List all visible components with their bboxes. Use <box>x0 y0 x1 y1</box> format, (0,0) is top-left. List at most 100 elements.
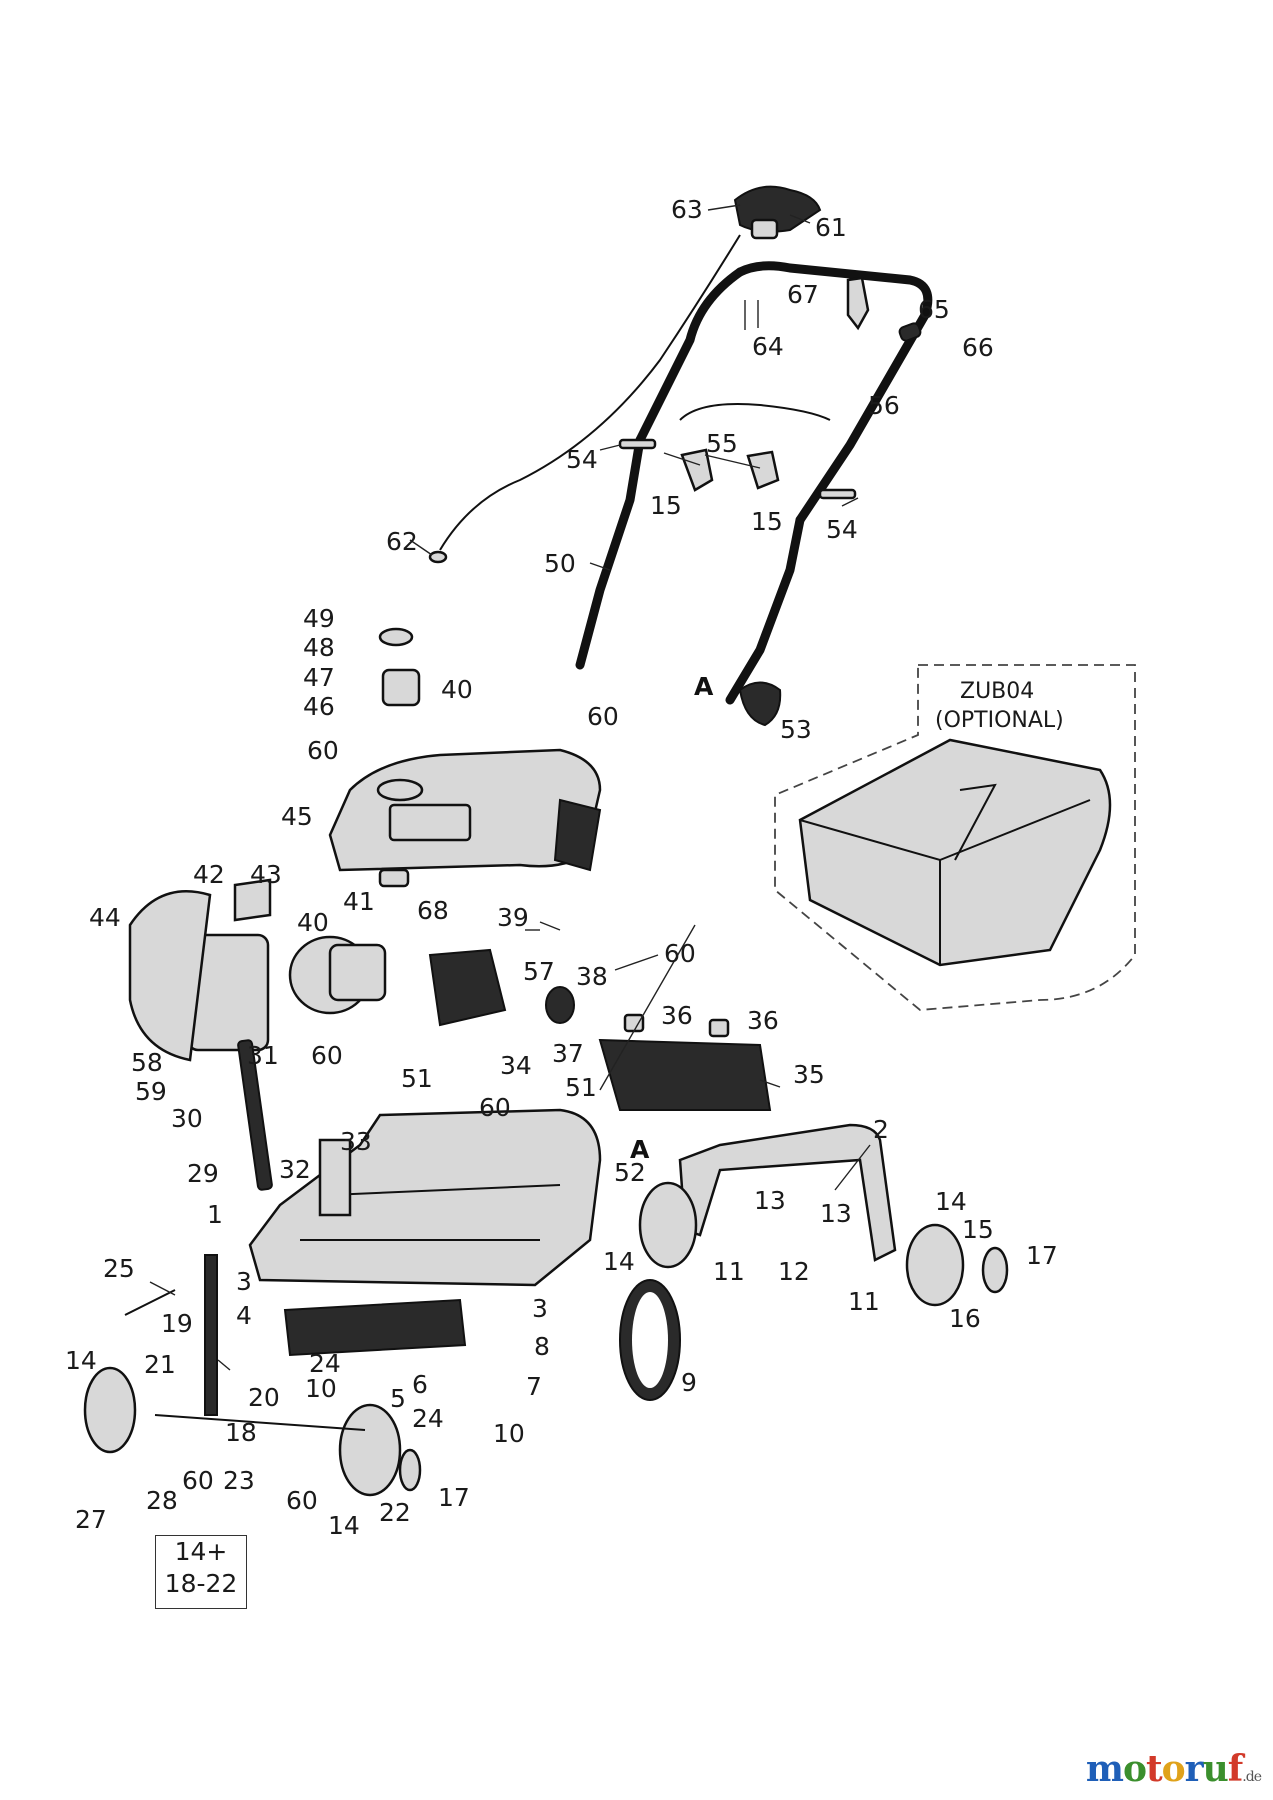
label-54b: 54 <box>826 515 858 544</box>
label-10a: 10 <box>305 1374 337 1403</box>
label-36a: 36 <box>661 1001 693 1030</box>
front-wheel-right <box>338 1403 402 1497</box>
label-25: 25 <box>103 1254 135 1283</box>
label-35: 35 <box>793 1060 825 1089</box>
label-56: 56 <box>868 391 900 420</box>
label-60g: 60 <box>286 1486 318 1515</box>
label-14b: 14 <box>603 1247 635 1276</box>
rear-flap <box>598 1038 772 1111</box>
accessory-note: (OPTIONAL) <box>935 708 1064 733</box>
label-16: 16 <box>949 1304 981 1333</box>
grass-bag <box>798 738 1112 967</box>
label-51a: 51 <box>401 1064 433 1093</box>
label-4: 4 <box>236 1301 252 1330</box>
label-62: 62 <box>386 527 418 556</box>
watermark-logo: motoruf.de <box>1086 1748 1262 1790</box>
accessory-code: ZUB04 <box>960 679 1034 704</box>
label-17b: 17 <box>438 1483 470 1512</box>
rear-axle-frame <box>678 1123 897 1262</box>
part-labels: 63 61 67 65 64 66 56 55 54 15 15 54 62 5… <box>65 195 1058 1540</box>
label-57: 57 <box>523 957 555 986</box>
chassis-assembly <box>83 1013 1009 1497</box>
part-range-note: 14+ 18-22 <box>155 1535 247 1609</box>
label-22: 22 <box>379 1498 411 1527</box>
handle-assembly <box>428 185 933 727</box>
label-39: 39 <box>497 903 529 932</box>
handle-knob-left <box>680 448 714 492</box>
label-6: 6 <box>412 1370 428 1399</box>
side-cover <box>128 890 212 1062</box>
label-59: 59 <box>135 1077 167 1106</box>
label-24a: 24 <box>309 1349 341 1378</box>
label-43: 43 <box>250 860 282 889</box>
rear-wheel-left <box>638 1181 698 1269</box>
label-50: 50 <box>544 549 576 578</box>
label-24b: 24 <box>412 1404 444 1433</box>
label-18: 18 <box>225 1418 257 1447</box>
range-note-line1: 14+ <box>174 1537 228 1566</box>
lower-handle-left <box>575 435 645 670</box>
label-44: 44 <box>89 903 121 932</box>
label-31: 31 <box>247 1041 279 1070</box>
cover-assembly <box>128 627 602 1062</box>
label-20: 20 <box>248 1383 280 1412</box>
label-13a: 13 <box>754 1186 786 1215</box>
label-47: 47 <box>303 663 335 692</box>
scarifier-roller <box>283 1298 467 1357</box>
lower-handle-right <box>725 515 805 705</box>
label-10b: 10 <box>493 1419 525 1448</box>
label-67: 67 <box>787 280 819 309</box>
label-58: 58 <box>131 1048 163 1077</box>
label-45: 45 <box>281 802 313 831</box>
watermark-letter: t <box>1145 1748 1163 1790</box>
label-13b: 13 <box>820 1199 852 1228</box>
label-1: 1 <box>207 1200 223 1229</box>
label-15b: 15 <box>751 507 783 536</box>
label-2: 2 <box>873 1115 889 1144</box>
leader-lines <box>149 204 871 1371</box>
watermark-suffix: .de <box>1242 1769 1262 1785</box>
rear-wheel-right <box>905 1223 965 1307</box>
watermark-letter: o <box>1161 1748 1186 1790</box>
handle-knob-right <box>746 450 780 490</box>
label-37: 37 <box>552 1039 584 1068</box>
label-29: 29 <box>187 1159 219 1188</box>
label-3b: 3 <box>532 1294 548 1323</box>
label-40: 40 <box>297 908 329 937</box>
range-note-line2: 18-22 <box>164 1569 238 1598</box>
label-8: 8 <box>534 1332 550 1361</box>
label-60c: 60 <box>664 939 696 968</box>
label-15c: 15 <box>962 1215 994 1244</box>
label-55: 55 <box>706 429 738 458</box>
label-5: 5 <box>390 1384 406 1413</box>
cap <box>378 627 414 647</box>
label-41: 41 <box>343 887 375 916</box>
label-14a: 14 <box>935 1187 967 1216</box>
label-28: 28 <box>146 1486 178 1515</box>
clamp-knob <box>738 681 782 727</box>
label-11b: 11 <box>848 1287 880 1316</box>
label-60b: 60 <box>307 736 339 765</box>
optional-accessory-box: ZUB04 (OPTIONAL) <box>774 664 1136 1011</box>
power-cable <box>439 234 741 551</box>
label-30: 30 <box>171 1104 203 1133</box>
label-15a: 15 <box>650 491 682 520</box>
label-3a: 3 <box>236 1267 252 1296</box>
connector-a-bottom: A <box>630 1135 650 1164</box>
front-wheel-left <box>83 1366 137 1454</box>
label-61: 61 <box>815 213 847 242</box>
label-14d: 14 <box>328 1511 360 1540</box>
label-66: 66 <box>962 333 994 362</box>
label-65: 65 <box>918 295 950 324</box>
label-38: 38 <box>576 962 608 991</box>
bearing-housing <box>428 948 507 1027</box>
upper-handle-bar <box>735 261 933 525</box>
height-lever <box>237 1039 273 1191</box>
label-40-top: 40 <box>441 675 473 704</box>
label-23: 23 <box>223 1466 255 1495</box>
label-21: 21 <box>144 1350 176 1379</box>
label-27: 27 <box>75 1505 107 1534</box>
label-54a: 54 <box>566 445 598 474</box>
label-53: 53 <box>780 715 812 744</box>
watermark-letter: f <box>1227 1748 1243 1790</box>
